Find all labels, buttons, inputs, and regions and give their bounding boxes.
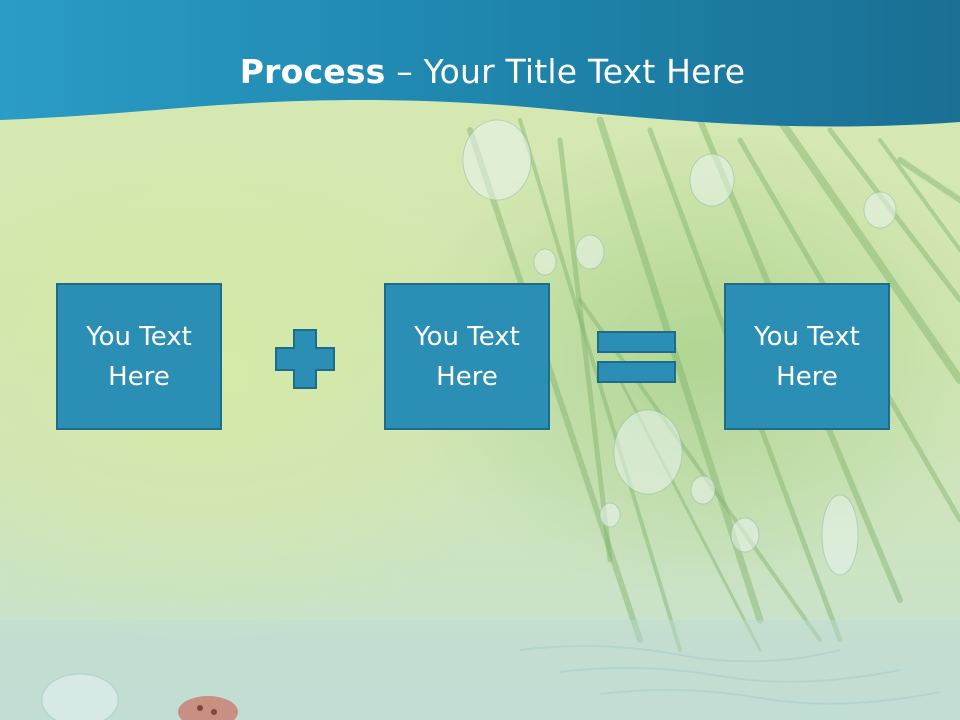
process-box-3[interactable]: You Text Here <box>724 283 890 430</box>
process-box-3-text: You Text Here <box>754 321 860 392</box>
process-box-2[interactable]: You Text Here <box>384 283 550 430</box>
equals-icon <box>597 331 676 383</box>
slide-title: Process – Your Title Text Here <box>0 52 960 91</box>
header-band <box>0 0 960 127</box>
slide-title-text: Your Title Text Here <box>423 52 746 91</box>
process-box-1-text: You Text Here <box>86 321 192 392</box>
plus-icon <box>275 329 335 389</box>
slide-title-dash: – <box>385 52 424 91</box>
process-box-2-text: You Text Here <box>414 321 520 392</box>
process-box-1[interactable]: You Text Here <box>56 283 222 430</box>
slide-title-bold: Process <box>239 52 386 91</box>
